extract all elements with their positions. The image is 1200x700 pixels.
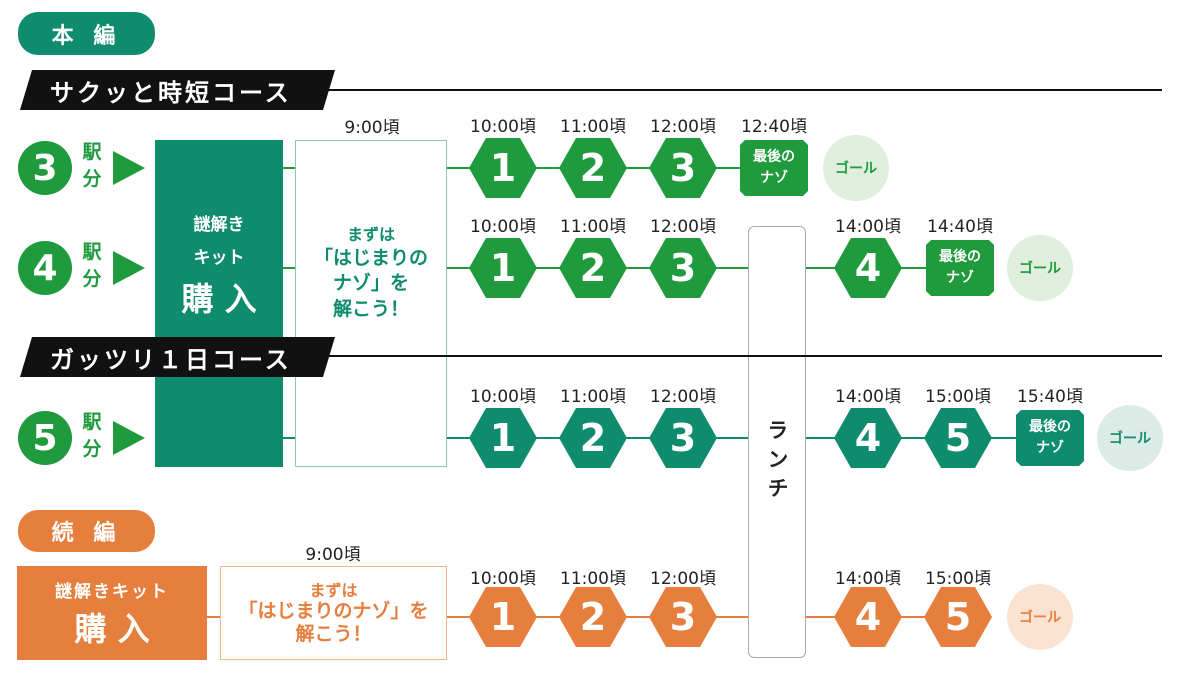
sequel-step-time: 15:00頃 — [925, 569, 991, 589]
kit-line1: 謎解き — [193, 215, 245, 235]
step-time: 11:00頃 — [560, 217, 626, 237]
final-puzzle-text: ナゾ — [1036, 440, 1064, 456]
puzzle-step-hex: 3 — [649, 238, 717, 298]
station-count-badge: 4 — [18, 241, 72, 295]
station-label: 駅 — [82, 141, 102, 163]
sequel-kit-purchase-box: 謎解きキット 購 入 — [17, 566, 207, 660]
minutes-label: 分 — [82, 438, 102, 460]
station-label: 駅 — [82, 411, 102, 433]
sequel-first-line1: まずは — [309, 580, 358, 600]
final-puzzle-box: 最後のナゾ — [926, 240, 994, 296]
sequel-step-time: 12:00頃 — [650, 569, 716, 589]
sequel-first-puzzle-box: まずは 「はじまりのナゾ」を 解こう！ — [220, 566, 447, 660]
full-course-divider — [320, 355, 1162, 357]
sequel-first-time: 9:00頃 — [305, 545, 361, 565]
puzzle-step-hex: 1 — [469, 238, 537, 298]
lunch-box: ランチ — [748, 226, 806, 658]
step-time: 14:40頃 — [927, 217, 993, 237]
puzzle-step-hex: 2 — [559, 138, 627, 198]
arrow-icon — [113, 251, 145, 285]
puzzle-step-hex: 1 — [469, 138, 537, 198]
arrow-icon — [113, 151, 145, 185]
step-time: 14:00頃 — [835, 387, 901, 407]
puzzle-step-hex: 3 — [649, 408, 717, 468]
step-time: 12:00頃 — [650, 117, 716, 137]
sequel-puzzle-step-hex: 2 — [559, 587, 627, 647]
sequel-first-line2: 「はじまりのナゾ」を — [238, 599, 429, 622]
step-time: 10:00頃 — [470, 117, 536, 137]
sequel-step-time: 14:00頃 — [835, 569, 901, 589]
puzzle-step-hex: 2 — [559, 408, 627, 468]
final-puzzle-text: 最後の — [1029, 419, 1071, 435]
puzzle-step-hex: 5 — [924, 408, 992, 468]
arrow-icon — [113, 421, 145, 455]
sequel-puzzle-step-hex: 1 — [469, 587, 537, 647]
kit-line3: 購 入 — [181, 280, 257, 318]
sequel-kit-line2: 購 入 — [74, 609, 150, 648]
goal-circle: ゴール — [823, 135, 889, 201]
sequel-puzzle-step-hex: 5 — [924, 587, 992, 647]
final-puzzle-box: 最後のナゾ — [1016, 410, 1084, 466]
step-time: 11:00頃 — [560, 117, 626, 137]
kit-purchase-box: 謎解き キット 購 入 — [155, 140, 283, 467]
kit-line2: キット — [193, 248, 245, 268]
short-course-banner: サクッと時短コース — [20, 70, 335, 110]
step-time: 12:40頃 — [741, 117, 807, 137]
first-line2: 「はじまりの — [313, 246, 428, 269]
step-time: 14:00頃 — [835, 217, 901, 237]
station-label: 駅 — [82, 241, 102, 263]
puzzle-step-hex: 4 — [834, 238, 902, 298]
goal-circle: ゴール — [1007, 235, 1073, 301]
step-time: 15:00頃 — [925, 387, 991, 407]
main-story-label: 本 編 — [18, 12, 155, 55]
sequel-step-time: 11:00頃 — [560, 569, 626, 589]
puzzle-step-hex: 4 — [834, 408, 902, 468]
first-time: 9:00頃 — [344, 118, 400, 138]
sequel-label: 続 編 — [18, 510, 155, 552]
step-time: 10:00頃 — [470, 217, 536, 237]
final-puzzle-text: ナゾ — [946, 270, 974, 286]
step-time: 12:00頃 — [650, 387, 716, 407]
minutes-label: 分 — [82, 268, 102, 290]
final-puzzle-text: ナゾ — [760, 170, 788, 186]
goal-circle: ゴール — [1097, 405, 1163, 471]
station-count-badge: 3 — [18, 141, 72, 195]
sequel-goal-circle: ゴール — [1007, 584, 1073, 650]
step-time: 15:40頃 — [1017, 387, 1083, 407]
first-line4: 解こう！ — [332, 298, 409, 321]
full-course-banner: ガッツリ１日コース — [20, 337, 335, 377]
step-time: 12:00頃 — [650, 217, 716, 237]
minutes-label: 分 — [82, 168, 102, 190]
first-line3: ナゾ」を — [332, 272, 409, 295]
final-puzzle-box: 最後のナゾ — [740, 140, 808, 196]
puzzle-step-hex: 3 — [649, 138, 717, 198]
puzzle-step-hex: 1 — [469, 408, 537, 468]
first-puzzle-box: まずは 「はじまりの ナゾ」を 解こう！ — [295, 140, 447, 467]
puzzle-step-hex: 2 — [559, 238, 627, 298]
lunch-label: ランチ — [765, 418, 789, 506]
sequel-first-line3: 解こう！ — [295, 622, 372, 645]
sequel-kit-line1: 謎解きキット — [55, 581, 169, 602]
final-puzzle-text: 最後の — [939, 249, 981, 265]
sequel-puzzle-step-hex: 3 — [649, 587, 717, 647]
final-puzzle-text: 最後の — [753, 149, 795, 165]
step-time: 10:00頃 — [470, 387, 536, 407]
step-time: 11:00頃 — [560, 387, 626, 407]
short-course-divider — [320, 89, 1162, 91]
first-line1: まずは — [346, 225, 395, 245]
station-count-badge: 5 — [18, 411, 72, 465]
sequel-step-time: 10:00頃 — [470, 569, 536, 589]
sequel-puzzle-step-hex: 4 — [834, 587, 902, 647]
